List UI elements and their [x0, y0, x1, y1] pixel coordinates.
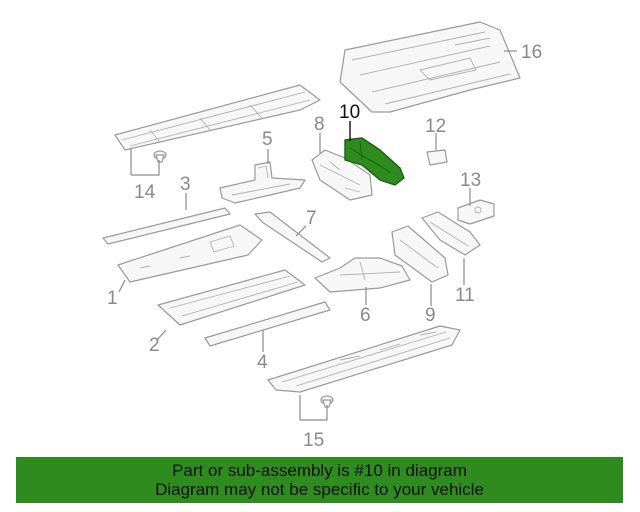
part-11[interactable] — [421, 211, 481, 256]
part-2[interactable] — [157, 269, 306, 326]
part-15-clip[interactable] — [320, 395, 334, 408]
part-16[interactable] — [339, 21, 521, 113]
disclaimer-banner: Part or sub-assembly is #10 in diagram D… — [16, 457, 623, 503]
callout-15: 15 — [303, 430, 324, 451]
part-14-clip[interactable] — [153, 150, 167, 163]
banner-line-disclaimer: Diagram may not be specific to your vehi… — [155, 480, 484, 499]
parts-diagram: 16 10 5 8 12 13 3 14 7 1 11 9 6 2 4 15 — [102, 21, 542, 451]
part-13[interactable] — [457, 199, 495, 225]
callout-12: 12 — [425, 116, 446, 137]
part-10[interactable] — [344, 137, 405, 186]
part-12[interactable] — [426, 149, 448, 166]
part-9[interactable] — [391, 225, 449, 283]
callout-9: 9 — [425, 305, 436, 326]
leader-lines — [118, 50, 517, 421]
banner-line-part: Part or sub-assembly is #10 in diagram — [172, 461, 467, 480]
callout-3: 3 — [180, 174, 191, 195]
callout-11: 11 — [455, 285, 475, 306]
callout-8: 8 — [314, 114, 325, 135]
part-14[interactable] — [114, 84, 321, 151]
callout-2: 2 — [149, 335, 160, 356]
callout-14: 14 — [134, 182, 156, 203]
callout-6: 6 — [360, 305, 371, 326]
part-7[interactable] — [254, 211, 331, 263]
part-8[interactable] — [311, 149, 373, 201]
callout-5: 5 — [262, 129, 273, 150]
callout-4: 4 — [257, 352, 268, 373]
part-15[interactable] — [267, 325, 461, 393]
callout-13: 13 — [460, 170, 481, 191]
callout-10: 10 — [339, 102, 360, 123]
part-6[interactable] — [314, 257, 411, 293]
callout-16: 16 — [521, 42, 542, 63]
part-10-shape[interactable] — [344, 137, 405, 186]
part-3[interactable] — [102, 207, 231, 245]
callout-1: 1 — [107, 288, 118, 309]
callout-7: 7 — [306, 208, 317, 229]
part-1[interactable] — [117, 224, 263, 283]
part-4[interactable] — [204, 301, 331, 347]
part-5[interactable] — [219, 161, 306, 204]
